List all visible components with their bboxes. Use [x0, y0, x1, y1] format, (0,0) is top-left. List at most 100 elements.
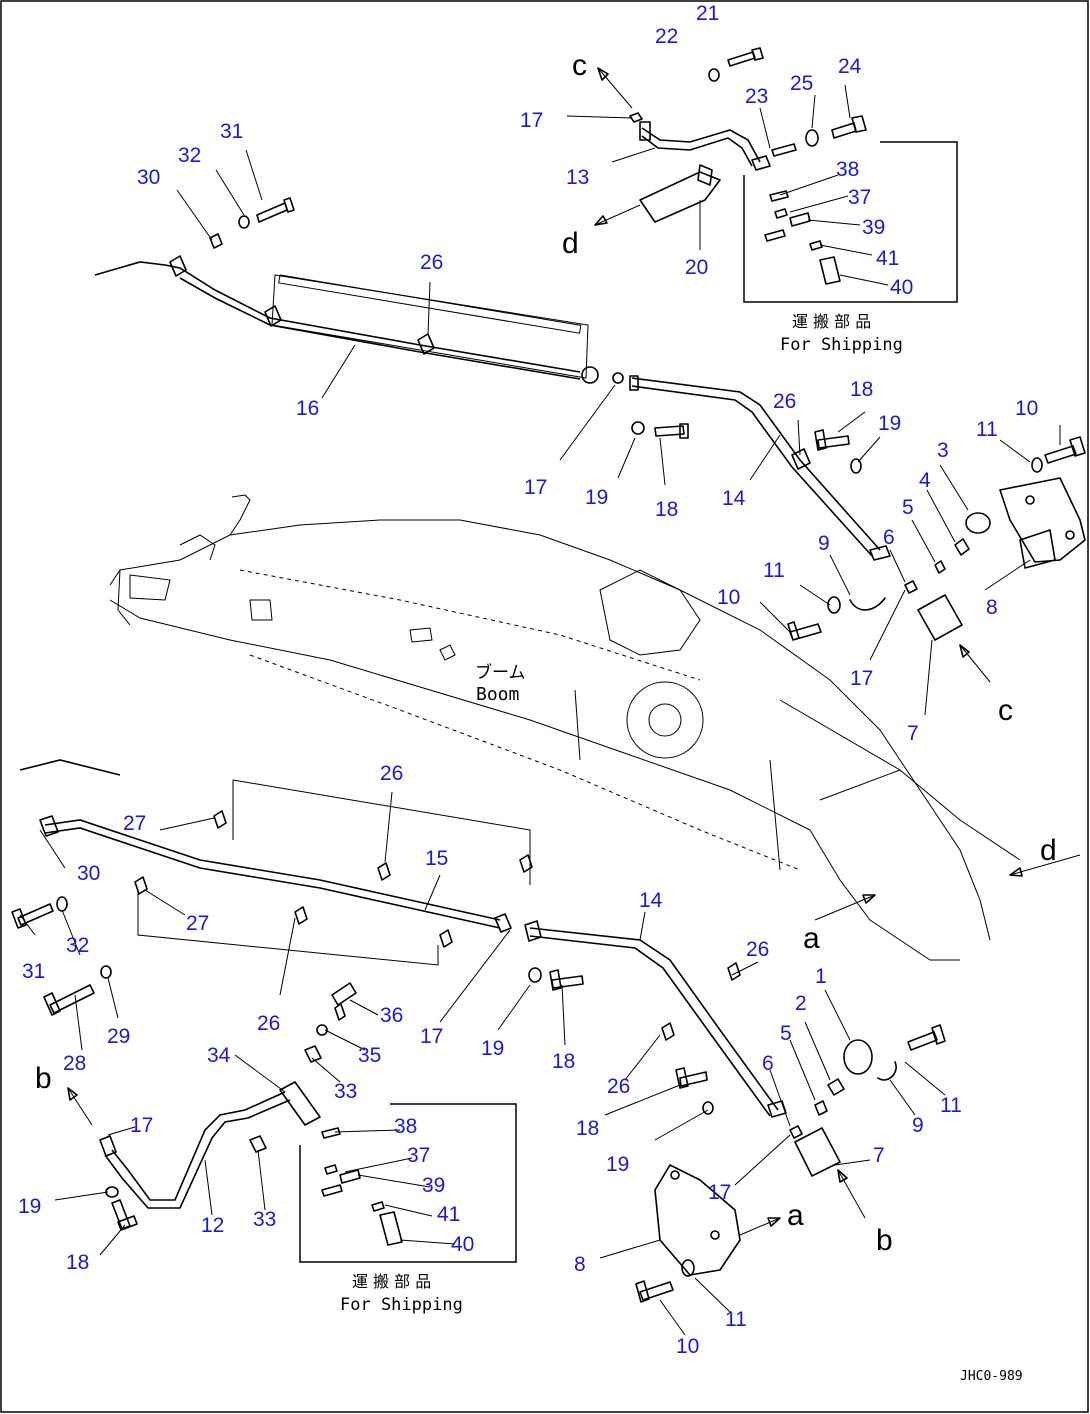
washer-19-upper-b	[631, 421, 645, 435]
part-number: 33	[253, 1208, 276, 1231]
part-number: 9	[912, 1114, 924, 1137]
part-number: 34	[207, 1044, 231, 1067]
fitting-34	[279, 1081, 321, 1126]
clip-9-upper	[849, 597, 886, 611]
part-number: 3	[937, 439, 949, 462]
part-number: 19	[606, 1153, 629, 1176]
part-number: 32	[66, 934, 89, 957]
shipping-box-lower	[299, 1103, 517, 1263]
part-number: 32	[178, 144, 201, 167]
bolt-31-upper	[256, 197, 295, 223]
boom-label-en: Boom	[476, 684, 519, 705]
drawing-code: JHC0-989	[960, 1369, 1023, 1384]
bolt-23	[771, 143, 797, 157]
part-number: 40	[451, 1233, 474, 1256]
part-number: 6	[883, 526, 895, 549]
part-number: 25	[790, 72, 813, 95]
part-number: 5	[780, 1022, 792, 1045]
ref-letter-c-right: c	[998, 694, 1013, 727]
washer-29	[100, 965, 112, 979]
part-number: 30	[137, 166, 160, 189]
washer-11-lower	[681, 1259, 695, 1277]
washer-32-lower	[56, 896, 68, 912]
bolt-18-upper	[814, 429, 850, 451]
bolt-18-lower-a	[549, 969, 584, 991]
part-number: 19	[481, 1037, 504, 1060]
part-number: 19	[18, 1195, 41, 1218]
bolt-10-upper-a	[787, 621, 822, 641]
fitting-5-6-upper	[904, 560, 946, 594]
part-number: 17	[850, 667, 873, 690]
fitting-2	[827, 1078, 845, 1096]
part-number: 10	[676, 1335, 699, 1358]
bracket-8-lower	[654, 1164, 741, 1276]
part-number: 10	[717, 586, 740, 609]
part-number: 24	[838, 55, 862, 78]
part-number: 17	[708, 1181, 731, 1204]
part-number: 11	[763, 559, 785, 582]
light-3	[965, 512, 991, 534]
shipping-label-en-lower: For Shipping	[340, 1295, 463, 1315]
part-number: 39	[862, 216, 885, 239]
ref-letter-b-bottom: b	[876, 1224, 893, 1257]
part-number: 31	[220, 120, 243, 143]
shipping-label-jp-upper: 運 搬 部 品	[792, 312, 871, 331]
hose-16	[94, 255, 624, 384]
pipe-12	[99, 1091, 291, 1209]
part-number: 8	[574, 1253, 586, 1276]
fitting-35	[316, 1024, 328, 1036]
part-number: 17	[130, 1114, 153, 1137]
part-number: 2	[795, 992, 807, 1015]
part-number: 6	[762, 1052, 774, 1075]
pipe-14-upper	[629, 375, 891, 561]
part-number: 20	[685, 256, 708, 279]
part-number: 26	[746, 938, 769, 961]
part-number: 7	[873, 1144, 885, 1167]
bolt-11-lower-right	[907, 1024, 946, 1051]
part-number: 18	[655, 498, 678, 521]
fitting-4	[954, 538, 970, 556]
part-number: 17	[520, 109, 543, 132]
bolt-10-upper-b	[1044, 436, 1086, 464]
boom-label-jp: ブーム	[475, 662, 526, 683]
part-number: 26	[257, 1012, 280, 1035]
fitting-20	[639, 164, 721, 223]
bolt-10-lower	[635, 1280, 674, 1303]
ref-letter-c-top: c	[572, 49, 587, 82]
part-number: 33	[334, 1080, 357, 1103]
ref-letter-a-mid: a	[803, 922, 820, 955]
part-number: 29	[107, 1025, 130, 1048]
part-number: 15	[425, 847, 448, 870]
part-number: 26	[380, 762, 403, 785]
part-number: 5	[902, 496, 914, 519]
clip-9-lower	[877, 1061, 897, 1081]
ref-letter-b-left: b	[35, 1062, 52, 1095]
part-number: 8	[986, 596, 998, 619]
valve-7-lower	[794, 1127, 841, 1177]
part-number: 18	[66, 1251, 89, 1274]
bolt-31-lower	[11, 903, 54, 929]
clamp-30-upper	[209, 233, 223, 249]
washer-11-upper-b	[1031, 457, 1043, 473]
pipe-14-lower	[524, 920, 787, 1118]
part-number: 11	[940, 1094, 962, 1117]
connector-36	[331, 982, 357, 1021]
part-number: 22	[655, 25, 678, 48]
part-number: 18	[552, 1050, 575, 1073]
bolt-24	[831, 115, 867, 139]
part-number: 19	[585, 486, 608, 509]
leader-lines	[19, 84, 1061, 1336]
part-number: 41	[437, 1203, 460, 1226]
part-number: 40	[890, 276, 913, 299]
bracket-8-upper	[999, 477, 1086, 569]
part-number: 17	[420, 1025, 443, 1048]
fitting-5-6-lower	[789, 1100, 828, 1139]
part-number: 27	[123, 812, 146, 835]
part-number: 23	[745, 85, 768, 108]
ref-letter-a-bottom: a	[787, 1199, 804, 1232]
part-number: 37	[848, 186, 871, 209]
part-number: 39	[422, 1174, 445, 1197]
part-number: 14	[639, 889, 663, 912]
washer-19-lower-a	[528, 967, 542, 983]
